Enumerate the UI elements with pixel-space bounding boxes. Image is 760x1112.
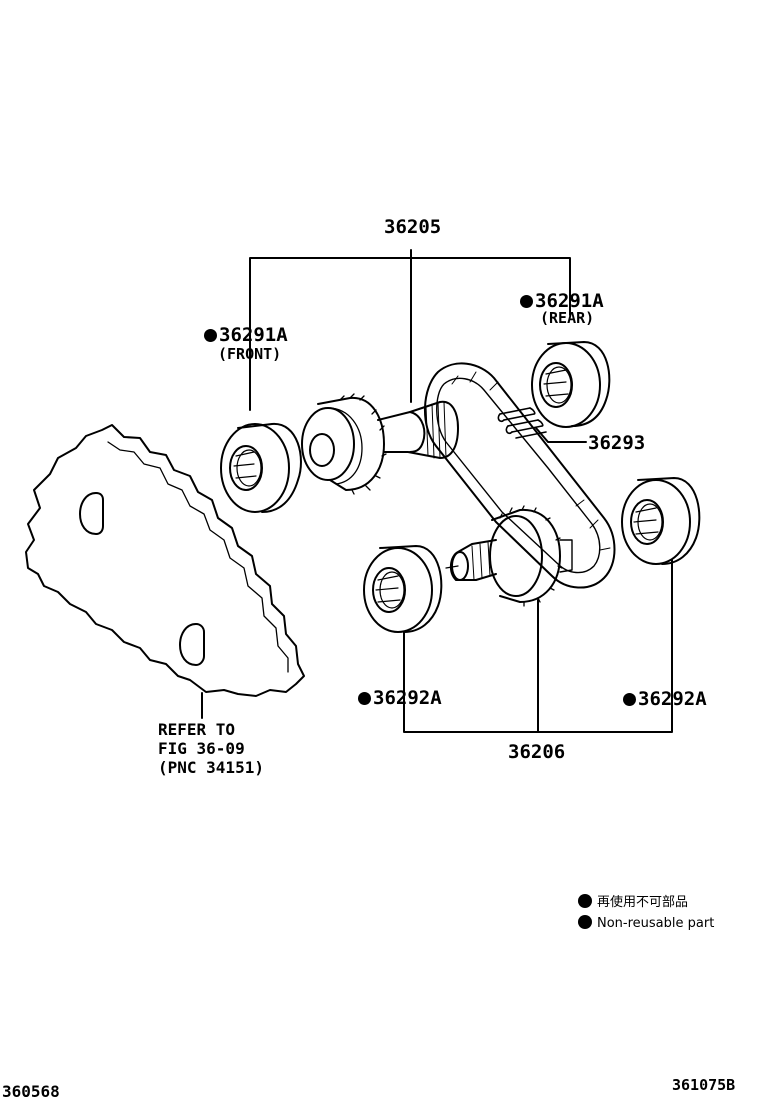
legend-item-jp: 再使用不可部品 (578, 892, 714, 913)
case-hole-lower (179, 623, 205, 666)
chain-belt-outer (424, 362, 616, 589)
label-36291a-front: 36291A (204, 325, 288, 345)
non-reusable-dot-icon (578, 915, 592, 929)
label-36205: 36205 (384, 216, 442, 238)
legend-item-en: Non-reusable part (578, 913, 714, 934)
legend: 再使用不可部品 Non-reusable part (578, 892, 714, 934)
case-hole-upper (79, 492, 104, 535)
figure-code-right: 361075B (672, 1076, 736, 1094)
label-36206: 36206 (508, 741, 566, 763)
refer-line-3: (PNC 34151) (158, 758, 264, 777)
case-cover-outline (25, 424, 305, 697)
label-36291a-rear: 36291A (520, 291, 604, 311)
chain-pins (497, 407, 547, 439)
non-reusable-dot-icon (578, 894, 592, 908)
label-36292a-right: 36292A (623, 689, 707, 709)
driven-sprocket-drawing (445, 505, 573, 607)
drive-sprocket-drawing (301, 393, 459, 495)
non-reusable-dot-icon (520, 295, 533, 308)
label-36293: 36293 (588, 432, 646, 454)
bearing-lower-left-drawing (363, 545, 443, 633)
case-cover-inner-edge (107, 441, 289, 673)
label-36291a-rear-note: (REAR) (540, 309, 595, 327)
non-reusable-dot-icon (204, 329, 217, 342)
bearing-lower-right-drawing (621, 477, 701, 565)
bearing-rear-drawing (531, 341, 611, 428)
figure-code-left: 360568 (2, 1082, 60, 1101)
refer-line-2: FIG 36-09 (158, 739, 245, 758)
bearing-front-drawing (220, 422, 302, 513)
non-reusable-dot-icon (358, 692, 371, 705)
label-36292a-left: 36292A (358, 688, 442, 708)
label-36291a-front-note: (FRONT) (218, 345, 282, 363)
refer-line-1: REFER TO (158, 720, 236, 739)
non-reusable-dot-icon (623, 693, 636, 706)
